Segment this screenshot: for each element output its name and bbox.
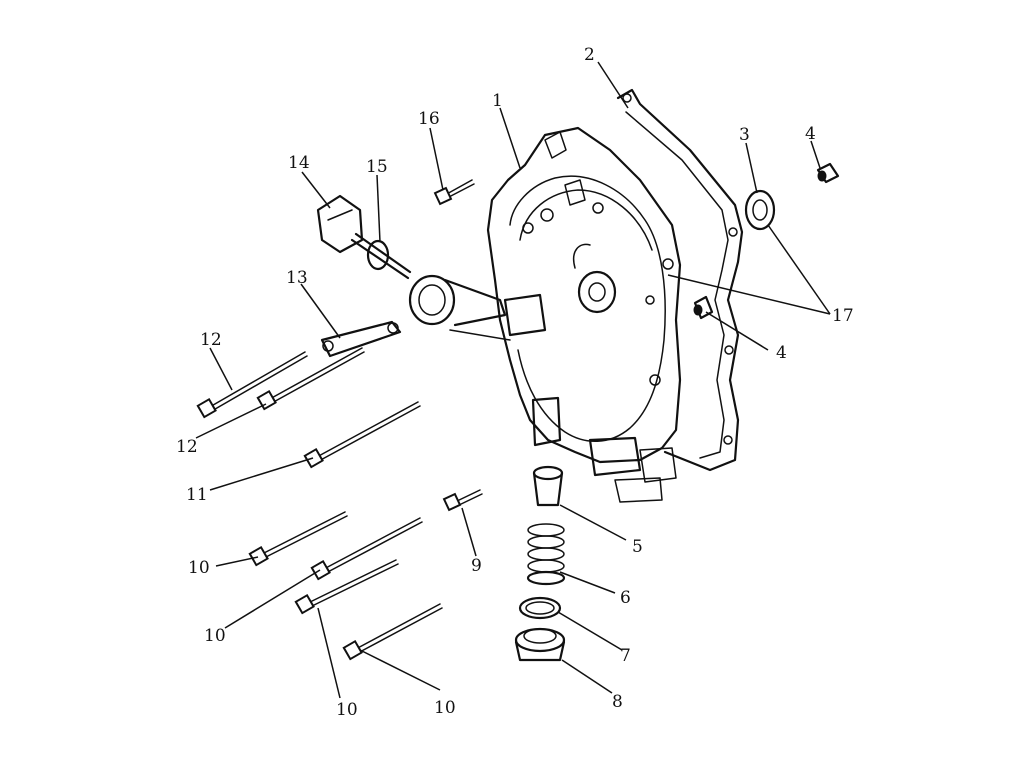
dowel-pin-part-4-upper — [816, 162, 840, 184]
callout-2: 2 — [584, 45, 595, 65]
bracket-part-13 — [320, 320, 402, 358]
bolt-part-16 — [433, 179, 475, 206]
callout-15: 15 — [366, 157, 388, 177]
callout-4-lower: 4 — [776, 343, 787, 363]
callout-5: 5 — [632, 537, 643, 557]
callout-9: 9 — [471, 556, 482, 576]
leader-lines — [195, 61, 831, 699]
filler-neck — [408, 274, 511, 341]
filter-screen-part-5 — [532, 465, 564, 507]
callout-10-d: 10 — [434, 698, 456, 718]
callout-10-b: 10 — [204, 626, 226, 646]
bolt-part-12-lower — [256, 347, 365, 411]
bolt-part-10-b — [310, 517, 423, 581]
callout-4-upper: 4 — [805, 124, 816, 144]
callout-7: 7 — [620, 646, 631, 666]
callout-13: 13 — [286, 268, 308, 288]
bolt-part-10-d — [342, 603, 443, 661]
bolt-part-11 — [303, 401, 421, 469]
callout-12-lower: 12 — [176, 437, 198, 457]
callout-17: 17 — [832, 306, 854, 326]
callout-14: 14 — [288, 153, 310, 173]
callout-10-a: 10 — [188, 558, 210, 578]
spring-part-6 — [526, 523, 566, 586]
oil-filler-cap-part-14 — [316, 194, 412, 280]
dowel-pin-part-4-lower — [693, 295, 714, 320]
crankcase-cover-part-1 — [486, 126, 682, 503]
callouts: 1 2 3 4 4 5 6 7 8 9 10 10 10 10 11 12 12… — [176, 45, 854, 720]
gasket-part-2 — [616, 88, 744, 472]
callout-12-upper: 12 — [200, 330, 222, 350]
bolt-part-12-upper — [196, 351, 308, 419]
bolt-part-9 — [442, 489, 483, 512]
callout-10-c: 10 — [336, 700, 358, 720]
callout-16: 16 — [418, 109, 440, 129]
callout-6: 6 — [620, 588, 631, 608]
o-ring-part-15 — [366, 239, 390, 271]
callout-8: 8 — [612, 692, 623, 712]
o-ring-part-7 — [518, 596, 562, 620]
callout-1: 1 — [492, 91, 503, 111]
bolt-part-10-a — [248, 511, 348, 567]
callout-3: 3 — [739, 125, 750, 145]
bolt-part-10-c — [294, 559, 399, 615]
oil-seal-part-3 — [744, 189, 776, 231]
drain-plug-part-8 — [514, 627, 566, 662]
callout-11: 11 — [186, 485, 208, 505]
